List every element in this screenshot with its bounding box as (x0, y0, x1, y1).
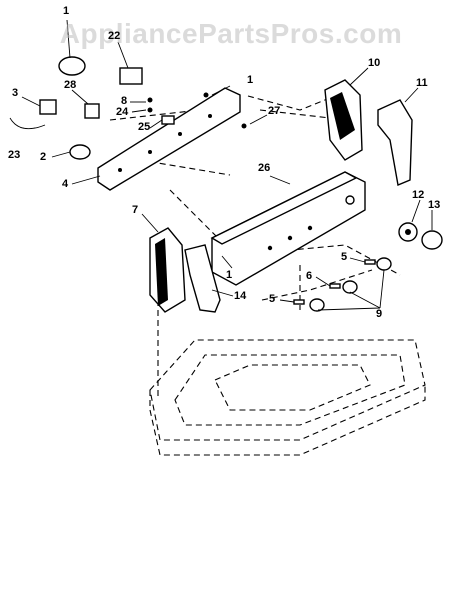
leader-lines (21, 19, 433, 311)
callout-1a: 1 (63, 5, 70, 17)
knob-parts (398, 222, 443, 250)
small-components (9, 56, 247, 160)
callout-7: 7 (132, 204, 139, 216)
cabinet-top-outline (149, 339, 426, 456)
control-panel (210, 171, 366, 286)
left-trim (184, 244, 221, 313)
callout-11: 11 (416, 77, 428, 89)
callout-12: 12 (412, 189, 425, 201)
callout-2: 2 (40, 151, 47, 163)
callout-1c: 1 (226, 269, 233, 281)
callout-9: 9 (376, 308, 383, 320)
left-end-cap (149, 227, 186, 313)
callout-28: 28 (64, 79, 77, 91)
callout-10: 10 (368, 57, 381, 69)
callout-3: 3 (12, 87, 19, 99)
callout-25: 25 (138, 121, 151, 133)
knobs-and-screws (293, 257, 392, 312)
callout-5a: 5 (341, 251, 348, 263)
callout-5b: 5 (269, 293, 276, 305)
right-trim (377, 99, 413, 186)
callout-6: 6 (306, 270, 313, 282)
callout-14: 14 (234, 290, 247, 302)
callout-27: 27 (268, 105, 281, 117)
callout-23: 23 (8, 149, 21, 161)
callout-22: 22 (108, 30, 121, 42)
callout-24: 24 (116, 106, 129, 118)
callout-1b: 1 (247, 74, 254, 86)
callout-4: 4 (62, 178, 69, 190)
console-back-bracket (97, 87, 241, 191)
right-end-cap (324, 79, 363, 161)
callout-13: 13 (428, 199, 441, 211)
callout-8: 8 (121, 95, 128, 107)
callout-26: 26 (258, 162, 271, 174)
